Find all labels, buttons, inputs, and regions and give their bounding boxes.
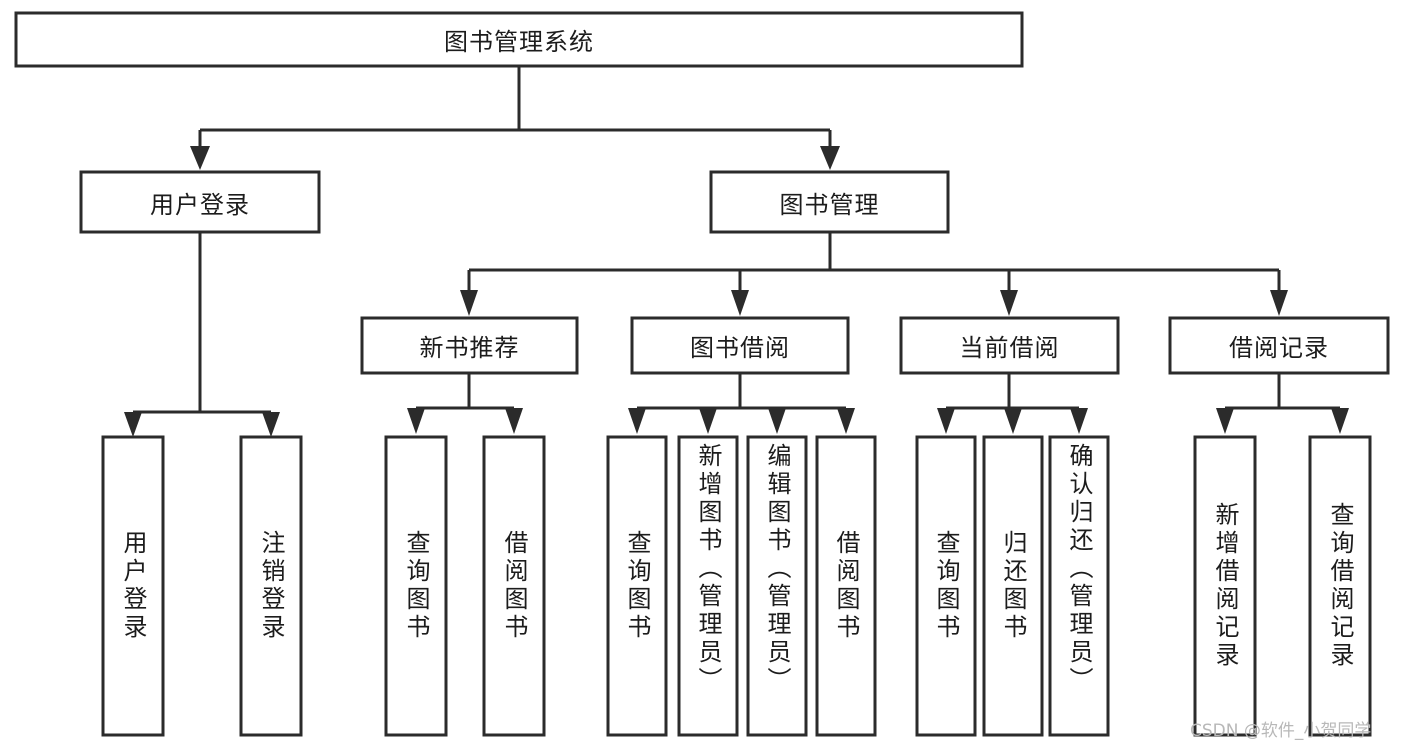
node-box-leaf-return-book[interactable] [982,435,1044,737]
connector-group-new-book-recommend [407,373,523,434]
node-box-book-borrow[interactable] [630,316,850,375]
node-box-leaf-query-book-current[interactable] [915,435,977,737]
connector-group-user-login [124,232,280,437]
node-box-leaf-edit-book-admin[interactable] [746,435,808,737]
arrow-br-to-query-record [1331,408,1349,434]
arrow-bb-to-query-book [628,408,646,434]
node-box-leaf-query-book-borrow[interactable] [606,435,668,737]
node-box-leaf-user-login[interactable] [101,435,165,737]
connector-group-current-borrow [937,373,1088,434]
node-box-leaf-user-logout[interactable] [239,435,303,737]
node-box-leaf-borrow-book-new[interactable] [482,435,546,737]
node-box-leaf-query-borrow-record[interactable] [1308,435,1372,737]
node-box-leaf-confirm-return-admin[interactable] [1048,435,1110,737]
connector-group-root [190,66,840,170]
arrow-root-to-user-login [190,146,210,170]
connector-group-book-manage [460,232,1288,316]
node-box-borrow-record[interactable] [1168,316,1390,375]
node-box-leaf-add-borrow-record[interactable] [1193,435,1257,737]
arrow-bm-to-borrow-record [1270,290,1288,316]
arrow-bb-to-borrow-book [837,408,855,434]
node-box-leaf-query-book-new[interactable] [384,435,448,737]
arrow-br-to-add-record [1216,408,1234,434]
arrow-root-to-book-manage [820,146,840,170]
arrow-cb-to-return-book [1004,408,1022,434]
node-box-user-login[interactable] [79,170,321,234]
node-box-current-borrow[interactable] [899,316,1120,375]
node-box-new-book-recommend[interactable] [360,316,579,375]
arrow-bm-to-current-borrow [1000,290,1018,316]
arrow-ul-to-leaf-user-login [124,412,142,437]
arrow-nbr-to-query-book [407,408,425,434]
node-box-leaf-add-book-admin[interactable] [677,435,739,737]
csdn-watermark: CSDN @软件_小贺同学 [1190,721,1372,741]
arrow-bm-to-book-borrow [731,290,749,316]
arrow-bm-to-new-book [460,290,478,316]
node-box-root[interactable] [14,11,1024,68]
arrow-cb-to-query-book [937,408,955,434]
arrow-ul-to-leaf-user-logout [262,412,280,437]
arrow-bb-to-add-book [699,408,717,434]
node-box-book-manage[interactable] [709,170,950,234]
arrow-bb-to-edit-book [768,408,786,434]
arrow-cb-to-confirm-return [1070,408,1088,434]
arrow-nbr-to-borrow-book [505,408,523,434]
connector-group-book-borrow [628,373,855,434]
node-box-leaf-borrow-book[interactable] [815,435,877,737]
connector-group-borrow-record [1216,373,1349,434]
